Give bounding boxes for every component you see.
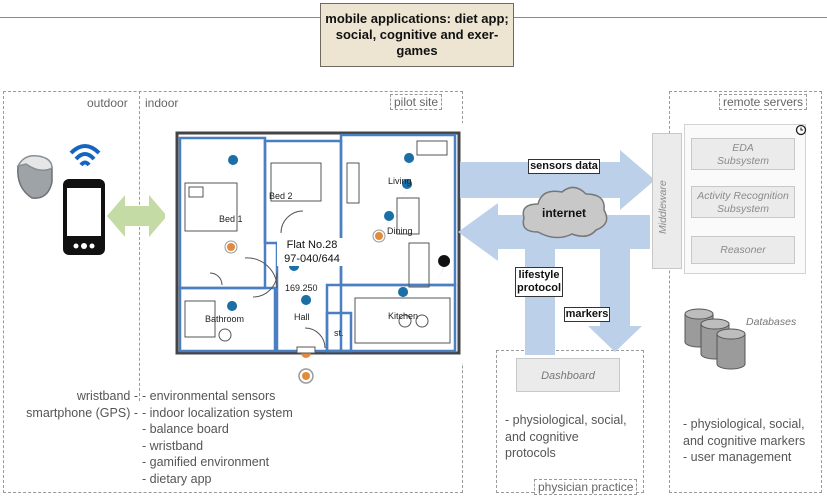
outdoor-item: wristband - xyxy=(76,389,138,403)
flat-line2: 97-040/644 xyxy=(284,253,340,265)
room-hall: Hall xyxy=(294,312,310,322)
reasoner-box: Reasoner xyxy=(691,236,795,264)
room-bed1: Bed 1 xyxy=(219,214,243,224)
physician-desc-line: - physiological, social, xyxy=(505,413,627,427)
indoor-item: - environmental sensors xyxy=(142,389,276,403)
eda-subsystem: EDA Subsystem xyxy=(691,138,795,170)
flat-area: 169.250 xyxy=(285,283,318,293)
internet-cloud-icon xyxy=(522,186,608,239)
eda-line2: Subsystem xyxy=(717,155,769,167)
room-bathroom: Bathroom xyxy=(205,314,245,324)
physician-practice-label: physician practice xyxy=(534,479,638,495)
outdoor-indoor-divider xyxy=(139,91,140,401)
flow-arrows xyxy=(458,150,655,355)
header-title-box: mobile applications: diet app; social, c… xyxy=(320,3,514,67)
bidirectional-arrow-green xyxy=(107,195,167,237)
outdoor-list: wristband - smartphone (GPS) - xyxy=(10,388,138,421)
remote-servers-region xyxy=(669,91,822,493)
indoor-list: - environmental sensors - indoor localiz… xyxy=(142,388,293,487)
ar-line2: Subsystem xyxy=(717,203,769,215)
remote-desc-line: - physiological, social, xyxy=(683,417,805,431)
lifestyle-line2: protocol xyxy=(517,282,561,294)
sensors-data-label: sensors data xyxy=(528,159,600,174)
room-dining: Dining xyxy=(387,226,413,236)
activity-recognition-subsystem: Activity Recognition Subsystem xyxy=(691,186,795,218)
lifestyle-protocol-label: lifestyle protocol xyxy=(515,267,563,297)
dashboard-box: Dashboard xyxy=(516,358,620,392)
indoor-item: - wristband xyxy=(142,438,204,453)
indoor-label: indoor xyxy=(142,96,182,110)
header-title: mobile applications: diet app; social, c… xyxy=(325,11,509,58)
floor-plan xyxy=(165,123,465,363)
room-living: Living xyxy=(388,176,412,186)
flat-number: Flat No.28 97-040/644 xyxy=(277,238,347,266)
remote-desc-line: and cognitive markers xyxy=(683,433,806,448)
internet-label: internet xyxy=(542,206,587,220)
dashboard-label: Dashboard xyxy=(541,370,595,382)
eda-line1: EDA xyxy=(732,142,754,154)
remote-servers-label: remote servers xyxy=(719,94,808,110)
remote-desc: - physiological, social, and cognitive m… xyxy=(683,416,805,466)
outdoor-item: smartphone (GPS) - xyxy=(26,405,138,420)
remote-desc-line: - user management xyxy=(683,450,792,464)
clock-icon xyxy=(795,124,807,136)
middleware-box: Middleware xyxy=(652,133,682,269)
room-bed2: Bed 2 xyxy=(269,191,293,201)
physician-desc-line: protocols xyxy=(505,446,556,460)
entrance-sensor-icon xyxy=(298,368,314,384)
markers-label: markers xyxy=(564,307,610,322)
indoor-item: - balance board xyxy=(142,422,229,436)
databases-label: Databases xyxy=(746,316,797,328)
physician-desc: - physiological, social, and cognitive p… xyxy=(505,412,627,462)
wifi-icon xyxy=(69,144,101,167)
indoor-item: - indoor localization system xyxy=(142,405,293,420)
indoor-item: - dietary app xyxy=(142,471,212,486)
lifestyle-line1: lifestyle xyxy=(518,269,560,281)
flat-line1: Flat No.28 xyxy=(286,239,338,251)
room-kitchen: Kitchen xyxy=(388,311,419,321)
outdoor-label: outdoor xyxy=(84,96,131,110)
database-icon xyxy=(684,308,746,370)
indoor-item: - gamified environment xyxy=(142,455,270,469)
pilot-site-label: pilot site xyxy=(390,94,443,110)
reasoner-label: Reasoner xyxy=(720,244,766,256)
physician-desc-line: and cognitive xyxy=(505,429,579,444)
middleware-label: Middleware xyxy=(657,180,669,234)
smartphone-icon xyxy=(63,179,105,255)
wristband-icon xyxy=(16,154,53,199)
room-storage: st. xyxy=(334,328,344,338)
ar-line1: Activity Recognition xyxy=(697,190,789,202)
